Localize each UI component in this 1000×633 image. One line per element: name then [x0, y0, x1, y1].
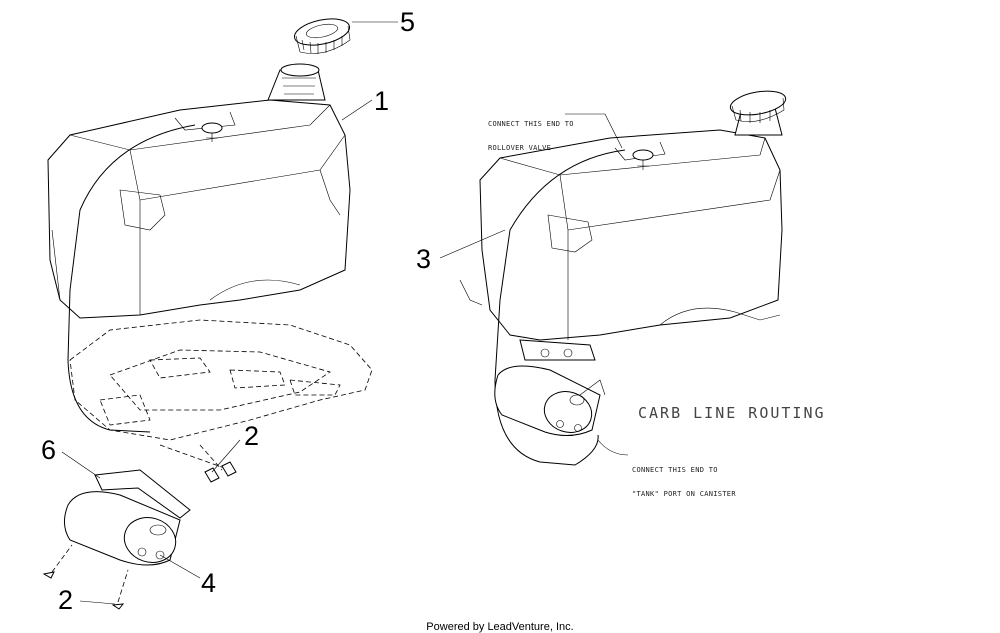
callout-2-lower: 2: [58, 585, 74, 615]
callout-3: 3: [416, 244, 432, 274]
vent-line-right: [494, 149, 626, 466]
fuel-tank-left: [47, 63, 351, 319]
footer-credit: Powered by LeadVenture, Inc.: [426, 621, 574, 633]
leader-lines-right: [439, 113, 629, 456]
leader-lines-left: [61, 21, 398, 605]
fuel-tank-right: [479, 90, 787, 341]
screws-lower: [42, 544, 129, 610]
callout-1: 1: [374, 86, 390, 116]
callout-4: 4: [201, 568, 217, 598]
tank-port-note-line1: CONNECT THIS END TO: [632, 466, 718, 474]
callout-5: 5: [400, 7, 416, 37]
vent-line-left: [67, 124, 196, 433]
callout-2-upper: 2: [244, 421, 260, 451]
fuel-cap-left: [293, 18, 351, 54]
tank-port-note: CONNECT THIS END TO "TANK" PORT ON CANIS…: [632, 450, 736, 506]
canister-right: [459, 279, 781, 436]
rollover-note: CONNECT THIS END TO ROLLOVER VALVE: [488, 104, 574, 160]
mounting-plate-left: [69, 319, 373, 471]
carb-line-routing-heading: CARB LINE ROUTING: [638, 404, 826, 422]
charcoal-canister-left: [64, 491, 181, 566]
canister-bracket: [94, 469, 191, 519]
tank-port-note-line2: "TANK" PORT ON CANISTER: [632, 490, 736, 498]
rollover-note-line1: CONNECT THIS END TO: [488, 120, 574, 128]
rollover-note-line2: ROLLOVER VALVE: [488, 144, 552, 152]
bolts-upper: [204, 461, 237, 483]
callout-6: 6: [41, 435, 57, 465]
